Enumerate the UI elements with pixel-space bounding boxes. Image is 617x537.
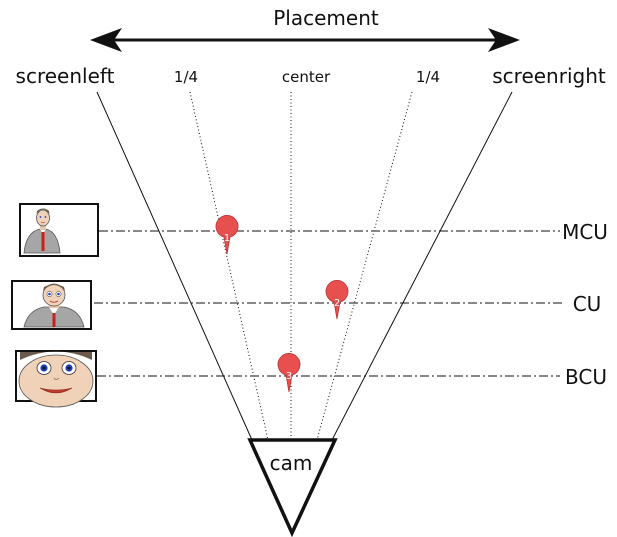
screenleft-line <box>96 91 253 441</box>
field-of-view-lines <box>96 91 513 441</box>
marker-1-number: 1 <box>224 233 230 244</box>
person-close-up-icon <box>11 280 92 330</box>
shot-label-mcu: MCU <box>562 220 608 244</box>
marker-3-number: 3 <box>286 371 292 382</box>
placement-title: Placement <box>273 6 379 30</box>
placement-arrow <box>90 28 520 52</box>
label-screenright: screenright <box>492 64 606 88</box>
label-center: center <box>282 68 331 86</box>
camera-label: cam <box>270 451 313 475</box>
shot-label-cu: CU <box>573 292 602 316</box>
marker-2: 2 <box>325 280 349 320</box>
label-quarter-left: 1/4 <box>174 68 198 86</box>
quarter-right-line <box>316 91 413 441</box>
marker-3: 3 <box>277 353 301 393</box>
camera-icon <box>247 438 338 537</box>
shot-lines <box>94 230 562 377</box>
face-big-close-up-icon <box>15 350 97 408</box>
label-quarter-right: 1/4 <box>416 68 440 86</box>
shot-label-bcu: BCU <box>565 365 607 389</box>
marker-2-number: 2 <box>334 298 340 309</box>
marker-1: 1 <box>215 215 239 255</box>
person-medium-close-up-icon <box>19 203 99 257</box>
screenright-line <box>331 91 513 441</box>
label-screenleft: screenleft <box>16 64 115 88</box>
